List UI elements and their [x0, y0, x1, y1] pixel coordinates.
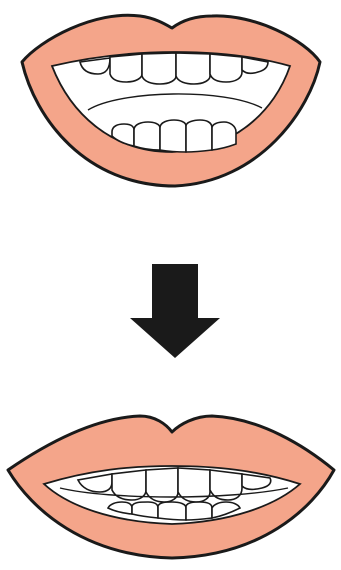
closed-mouth-icon: [8, 416, 334, 558]
open-mouth-icon: [22, 15, 320, 186]
down-arrow-icon: [130, 264, 220, 358]
